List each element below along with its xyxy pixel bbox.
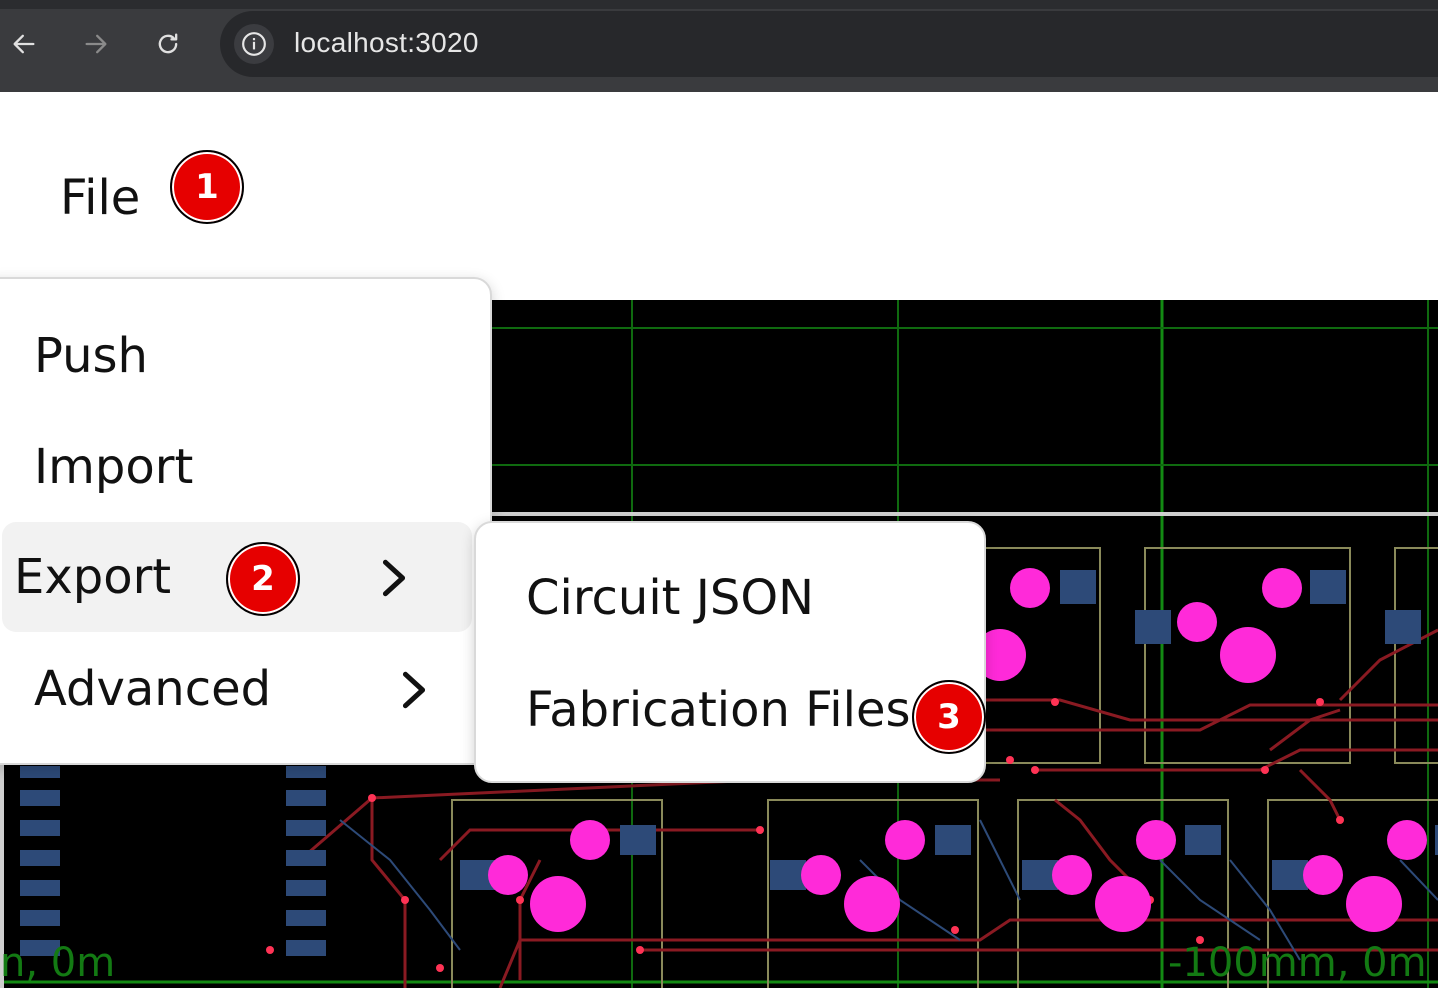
menu-item-import[interactable]: Import [0,412,472,522]
menu-item-advanced[interactable]: Advanced [0,634,472,744]
step-badge-1: 1 [170,150,244,224]
menu-item-fabrication-files[interactable]: Fabrication Files [476,655,984,765]
forward-button[interactable] [76,24,116,64]
site-info-icon[interactable] [234,24,274,64]
step-badge-2: 2 [226,542,300,616]
step-badge-3: 3 [912,680,986,754]
url-text[interactable]: localhost:3020 [294,27,479,58]
address-bar[interactable]: localhost:3020 [220,11,1438,77]
chevron-right-icon [382,559,406,597]
menu-item-export-label: Export [14,549,172,605]
tab-strip [0,0,1438,9]
reload-icon [158,33,178,54]
menu-item-circuit-json[interactable]: Circuit JSON [476,543,984,653]
pcb-drawing: n, 0m -100mm, 0m [0,300,1438,988]
menu-item-advanced-label: Advanced [34,661,272,717]
menu-item-import-label: Import [34,439,194,495]
back-button[interactable] [4,24,44,64]
arrow-right-icon [85,34,107,54]
arrow-left-icon [13,34,35,54]
menu-item-fabrication-files-label: Fabrication Files [526,682,911,738]
coord-label-right: -100mm, 0m [1168,940,1427,986]
menu-item-push-label: Push [34,328,148,384]
browser-toolbar: localhost:3020 [0,0,1438,92]
reload-button[interactable] [148,24,188,64]
export-submenu: Circuit JSON Fabrication Files [474,521,986,783]
file-menu-button[interactable]: File [60,170,141,226]
chevron-right-icon [402,671,426,709]
menu-item-push[interactable]: Push [0,301,472,411]
coord-label-left: n, 0m [0,940,115,986]
menu-item-circuit-json-label: Circuit JSON [526,570,815,626]
file-dropdown-menu: Push Import Export Advanced [0,277,492,765]
